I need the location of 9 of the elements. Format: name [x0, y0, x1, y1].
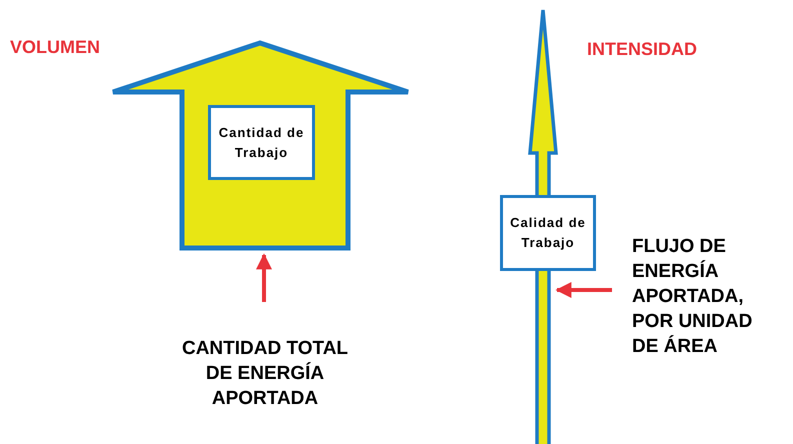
arrow: [256, 253, 272, 302]
annotation-text: FLUJO DE ENERGÍA APORTADA, POR UNIDAD DE ÁREA: [632, 234, 772, 369]
text-box: Calidad de Trabajo: [500, 195, 596, 271]
heading-label: INTENSIDAD: [587, 39, 698, 60]
heading-label: VOLUMEN: [10, 37, 100, 58]
annotation-text: CANTIDAD TOTAL DE ENERGÍA APORTADA: [180, 336, 350, 444]
arrow-shape: [110, 40, 410, 250]
text-box: Cantidad de Trabajo: [208, 105, 315, 180]
arrow: [555, 282, 612, 298]
